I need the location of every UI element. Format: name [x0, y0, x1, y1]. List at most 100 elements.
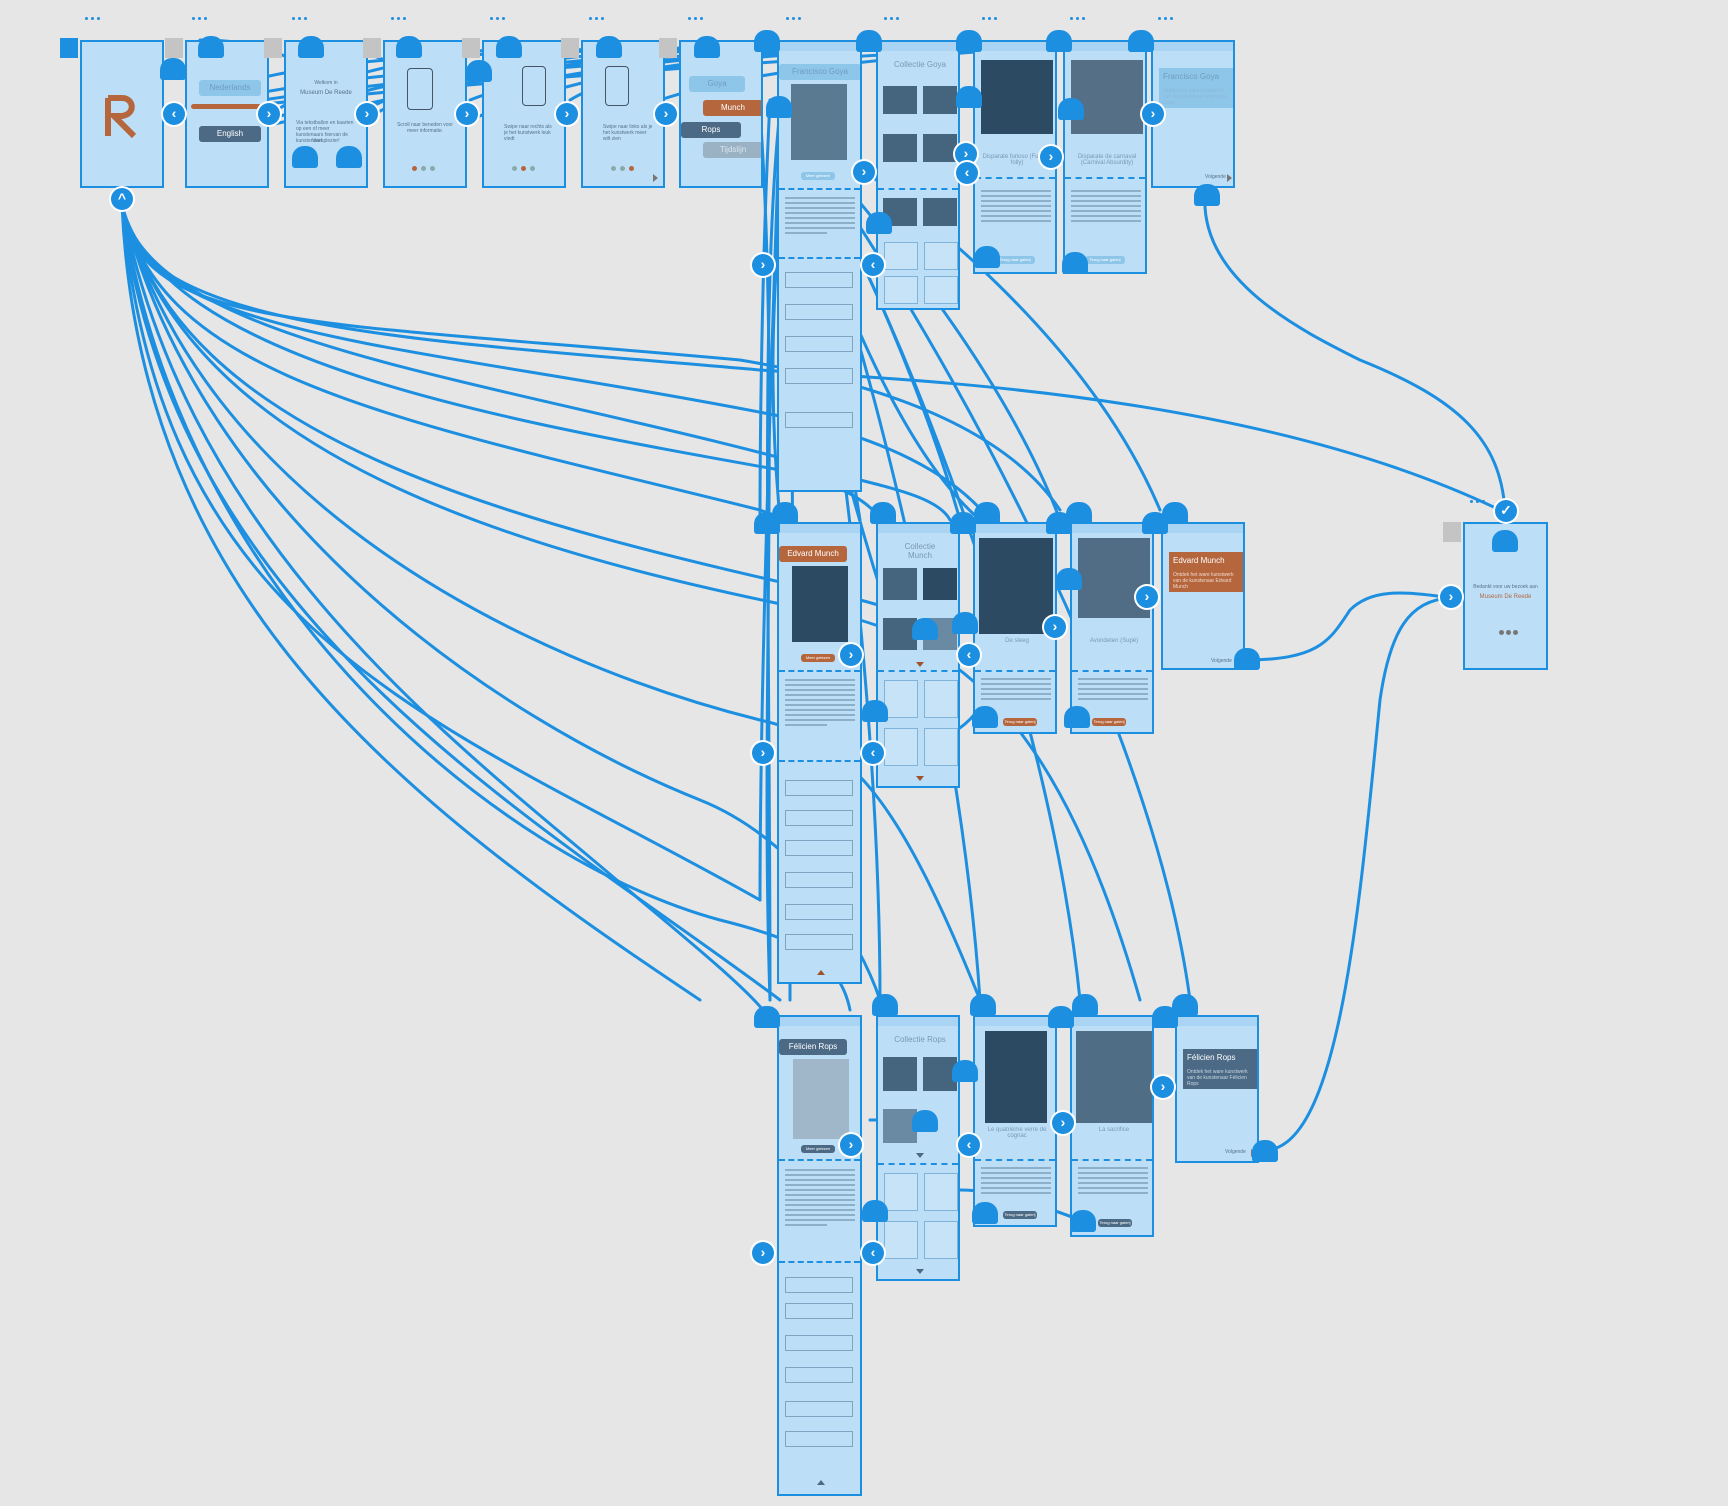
- artboard-menu-dots[interactable]: [1070, 17, 1096, 23]
- english-button[interactable]: English: [199, 126, 261, 142]
- hotspot-marker[interactable]: [466, 60, 492, 82]
- artboard-language[interactable]: Nederlands English: [185, 40, 269, 188]
- back-to-gallery-button[interactable]: Terug naar galerij: [1098, 1219, 1132, 1227]
- artboard-menu-dots[interactable]: [85, 17, 111, 23]
- menu-goya[interactable]: Goya: [689, 76, 745, 92]
- back-to-gallery-button[interactable]: Terug naar galerij: [1085, 256, 1125, 264]
- hotspot-marker[interactable]: [1048, 1006, 1074, 1028]
- next-label[interactable]: Volgende: [1205, 174, 1226, 180]
- chevron-right-icon[interactable]: ›: [853, 161, 875, 183]
- artboard-goya-collection[interactable]: Collectie Goya: [876, 40, 960, 310]
- hotspot-marker[interactable]: [1152, 1006, 1178, 1028]
- back-to-gallery-button[interactable]: Terug naar galerij: [1092, 718, 1126, 726]
- hotspot-marker[interactable]: [972, 706, 998, 728]
- back-to-gallery-button[interactable]: Terug naar galerij: [1003, 718, 1037, 726]
- more-button[interactable]: Meer gelezen: [801, 654, 835, 662]
- checkmark-icon[interactable]: ✓: [1495, 500, 1517, 522]
- artboard-munch-work-1[interactable]: De sleeg Terug naar galerij: [973, 522, 1057, 734]
- munch-swipe-card[interactable]: Edvard Munch Ontdek het ware kunstwerk v…: [1169, 552, 1243, 592]
- dutch-button[interactable]: Nederlands: [199, 80, 261, 96]
- chevron-right-icon[interactable]: ›: [840, 644, 862, 666]
- chevron-right-icon[interactable]: ›: [456, 103, 478, 125]
- artboard-menu-dots[interactable]: [391, 17, 417, 23]
- chevron-right-icon[interactable]: ›: [655, 103, 677, 125]
- artboard-menu-dots[interactable]: [292, 17, 318, 23]
- artboard-onboarding-scroll[interactable]: Scroll naar beneden voor meer informatie…: [383, 40, 467, 188]
- chevron-right-icon[interactable]: ›: [752, 254, 774, 276]
- facebook-icon[interactable]: [1499, 630, 1504, 635]
- artboard-menu-dots[interactable]: [884, 17, 910, 23]
- artboard-rops-work-1[interactable]: Le quatrième verre de cognac Terug naar …: [973, 1015, 1057, 1227]
- next-label[interactable]: Volgende: [1211, 658, 1232, 664]
- menu-munch[interactable]: Munch: [703, 100, 761, 116]
- chevron-left-icon[interactable]: ‹: [862, 1242, 884, 1264]
- chevron-left-icon[interactable]: ‹: [956, 162, 978, 184]
- artboard-menu-dots[interactable]: [589, 17, 615, 23]
- chevron-right-icon[interactable]: ›: [356, 103, 378, 125]
- artboard-goya-swipe[interactable]: Francisco Goya Ontdek het ware kunstwerk…: [1151, 40, 1235, 188]
- hotspot-marker[interactable]: [754, 1006, 780, 1028]
- hotspot-marker[interactable]: [496, 36, 522, 58]
- hotspot-marker[interactable]: [336, 146, 362, 168]
- artboard-rops-collection[interactable]: Collectie Rops: [876, 1015, 960, 1281]
- hotspot-marker[interactable]: [856, 30, 882, 52]
- artboard-menu-dots[interactable]: [192, 17, 218, 23]
- scroll-up-icon[interactable]: [817, 970, 825, 975]
- hotspot-marker[interactable]: [198, 36, 224, 58]
- hotspot-marker[interactable]: [974, 246, 1000, 268]
- chevron-right-icon[interactable]: ›: [955, 143, 977, 165]
- hotspot-marker[interactable]: [862, 1200, 888, 1222]
- hotspot-marker[interactable]: [1046, 30, 1072, 52]
- chevron-left-icon[interactable]: ‹: [862, 254, 884, 276]
- artboard-menu-dots[interactable]: [1470, 500, 1496, 506]
- chevron-right-icon[interactable]: ›: [1044, 616, 1066, 638]
- chevron-up-icon[interactable]: ^: [111, 188, 133, 210]
- more-button[interactable]: Meer gelezen: [801, 1145, 835, 1153]
- artboard-menu-dots[interactable]: [786, 17, 812, 23]
- hotspot-marker[interactable]: [160, 58, 186, 80]
- artboard-menu-dots[interactable]: [490, 17, 516, 23]
- artboard-goya-work-2[interactable]: Disparate de carnaval (Carnival Absurdit…: [1063, 40, 1147, 274]
- scroll-down-icon[interactable]: [916, 1153, 924, 1158]
- chevron-left-icon[interactable]: ‹: [958, 644, 980, 666]
- goya-swipe-card[interactable]: Francisco Goya Ontdek het ware kunstwerk…: [1159, 68, 1233, 108]
- chevron-left-icon[interactable]: ‹: [163, 103, 185, 125]
- chevron-right-icon[interactable]: ›: [556, 103, 578, 125]
- artboard-rops-detail[interactable]: Félicien Rops Meer gelezen: [777, 1015, 862, 1496]
- hotspot-marker[interactable]: [396, 36, 422, 58]
- hotspot-marker[interactable]: [872, 994, 898, 1016]
- hotspot-marker[interactable]: [754, 30, 780, 52]
- chevron-right-icon[interactable]: ›: [752, 742, 774, 764]
- back-to-gallery-button[interactable]: Terug naar galerij: [1003, 1211, 1037, 1219]
- scroll-down-icon[interactable]: [916, 662, 924, 667]
- artboard-goya-work-1[interactable]: Disparate furioso (Furious folly) Terug …: [973, 40, 1057, 274]
- hotspot-marker[interactable]: [912, 618, 938, 640]
- hotspot-marker[interactable]: [972, 1202, 998, 1224]
- chevron-left-icon[interactable]: ‹: [862, 742, 884, 764]
- hotspot-marker[interactable]: [1172, 994, 1198, 1016]
- hotspot-marker[interactable]: [952, 612, 978, 634]
- hotspot-marker[interactable]: [1064, 706, 1090, 728]
- artboard-munch-swipe[interactable]: Edvard Munch Ontdek het ware kunstwerk v…: [1161, 522, 1245, 670]
- hotspot-marker[interactable]: [1056, 568, 1082, 590]
- rops-swipe-card[interactable]: Félicien Rops Ontdek het ware kunstwerk …: [1183, 1049, 1257, 1089]
- chevron-right-icon[interactable]: ›: [1040, 146, 1062, 168]
- next-label[interactable]: Volgende: [1225, 1149, 1246, 1155]
- more-button[interactable]: Meer gelezen: [801, 172, 835, 180]
- hotspot-marker[interactable]: [1066, 502, 1092, 524]
- hotspot-marker[interactable]: [1252, 1140, 1278, 1162]
- chevron-right-icon[interactable]: ›: [1152, 1076, 1174, 1098]
- menu-timeline[interactable]: Tijdslijn: [703, 142, 761, 158]
- artboard-munch-collection[interactable]: Collectie Munch: [876, 522, 960, 788]
- hotspot-marker[interactable]: [1058, 98, 1084, 120]
- chevron-right-icon[interactable]: ›: [1052, 1112, 1074, 1134]
- hotspot-marker[interactable]: [596, 36, 622, 58]
- scroll-down-icon[interactable]: [916, 1269, 924, 1274]
- next-arrow-icon[interactable]: [653, 174, 658, 182]
- artboard-munch-detail[interactable]: Edvard Munch Meer gelezen: [777, 522, 862, 984]
- hotspot-marker[interactable]: [694, 36, 720, 58]
- artboard-menu-dots[interactable]: [982, 17, 1008, 23]
- hotspot-marker[interactable]: [870, 502, 896, 524]
- chevron-right-icon[interactable]: ›: [1142, 103, 1164, 125]
- scroll-down-icon[interactable]: [916, 776, 924, 781]
